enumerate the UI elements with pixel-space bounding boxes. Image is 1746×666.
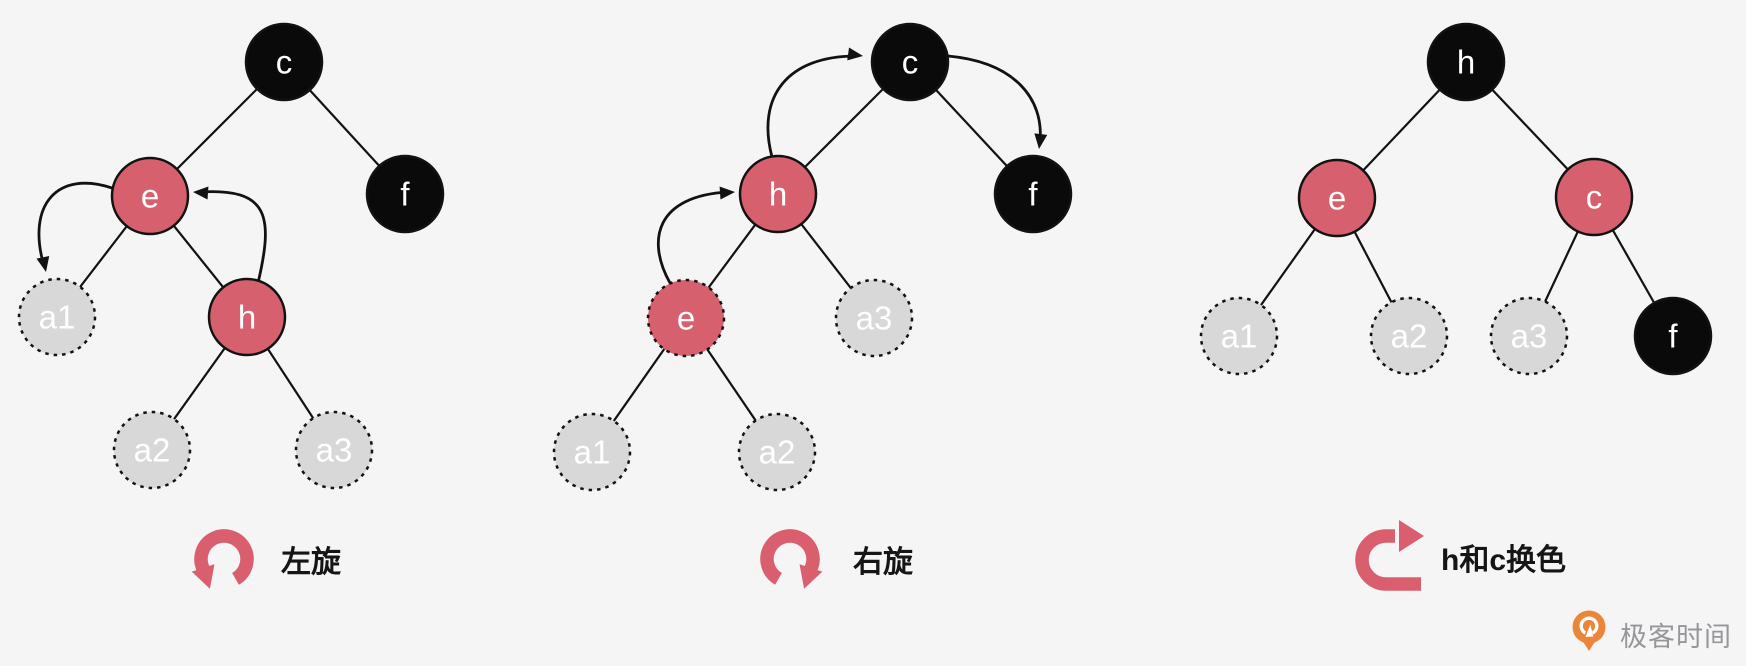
node-label-a1: a1 — [574, 434, 611, 471]
tree-node-h — [1426, 22, 1506, 102]
tree-node-f — [365, 154, 445, 234]
tree-node-a1 — [17, 277, 97, 357]
tree-left-rotation-before: c e f a1 h a2 a3 — [17, 22, 445, 490]
tree-node-e — [646, 278, 726, 358]
tree-node-a3 — [834, 278, 914, 358]
tree-node-a1 — [552, 412, 632, 492]
geektime-logo-icon — [1572, 610, 1606, 651]
node-label-a1: a1 — [1221, 318, 1258, 355]
tree-right-rotation-before: c h f e a3 a1 a2 — [552, 22, 1073, 492]
node-label-h: h — [1457, 44, 1475, 81]
geektime-logo-text: 极客时间 — [1620, 621, 1732, 652]
caption-right-rotation: 右旋 — [753, 522, 913, 596]
tree-node-f — [1633, 296, 1713, 376]
node-label-a3: a3 — [316, 432, 353, 469]
rotate-cw-icon — [760, 529, 823, 589]
caption-label: 右旋 — [853, 546, 913, 579]
tree-color-swap-result: h e c a1 a2 a3 f — [1199, 22, 1713, 376]
pointer-c-to-f-arrowhead-icon — [1034, 133, 1048, 149]
caption-label: h和c换色 — [1441, 544, 1567, 577]
node-label-c: c — [1586, 179, 1603, 216]
geektime-logo: 极客时间 — [1567, 609, 1732, 659]
node-label-e: e — [677, 300, 695, 337]
node-label-a3: a3 — [856, 300, 893, 337]
node-label-a2: a2 — [1391, 318, 1428, 355]
pointer-h-to-c-arrowhead-icon — [847, 47, 863, 61]
node-label-c: c — [276, 44, 293, 81]
tree-node-a2 — [1369, 296, 1449, 376]
node-label-h: h — [769, 176, 787, 213]
caption-label: 左旋 — [281, 546, 341, 579]
tree-node-e — [110, 156, 190, 236]
tree-node-a2 — [112, 410, 192, 490]
rotate-ccw-icon — [191, 529, 254, 589]
pointer-e-to-h-arrow — [656, 190, 729, 284]
tree-node-c — [870, 22, 950, 102]
node-label-f: f — [400, 176, 410, 213]
pointer-h-to-e-arrow — [199, 190, 267, 284]
pointer-c-to-f-arrow — [947, 54, 1042, 143]
tree-node-e — [1297, 158, 1377, 238]
pointer-e-to-h-arrowhead-icon — [719, 186, 735, 200]
node-label-a2: a2 — [759, 434, 796, 471]
caption-color-swap: h和c换色 — [1354, 520, 1566, 594]
node-label-e: e — [141, 178, 159, 215]
node-label-e: e — [1328, 180, 1346, 217]
tree-node-h — [207, 277, 287, 357]
tree-node-c — [244, 22, 324, 102]
node-label-f: f — [1668, 318, 1678, 355]
node-label-c: c — [902, 44, 919, 81]
node-label-a1: a1 — [39, 299, 76, 336]
node-label-a2: a2 — [134, 432, 171, 469]
tree-node-a1 — [1199, 296, 1279, 376]
pointer-h-to-c-arrow — [766, 54, 857, 158]
tree-node-f — [993, 154, 1073, 234]
tree-node-a2 — [737, 412, 817, 492]
tree-node-h — [738, 154, 818, 234]
tree-node-a3 — [294, 410, 374, 490]
caption-left-rotation: 左旋 — [187, 522, 341, 596]
node-label-f: f — [1028, 176, 1038, 213]
pointer-e-to-a1-arrowhead-icon — [36, 255, 50, 272]
u-turn-right-icon — [1355, 520, 1424, 591]
node-label-a3: a3 — [1511, 318, 1548, 355]
node-label-h: h — [238, 299, 256, 336]
pointer-e-to-a1-arrow — [37, 181, 113, 267]
tree-node-c — [1554, 157, 1634, 237]
pointer-h-to-e-arrowhead-icon — [193, 186, 209, 200]
tree-node-a3 — [1489, 296, 1569, 376]
